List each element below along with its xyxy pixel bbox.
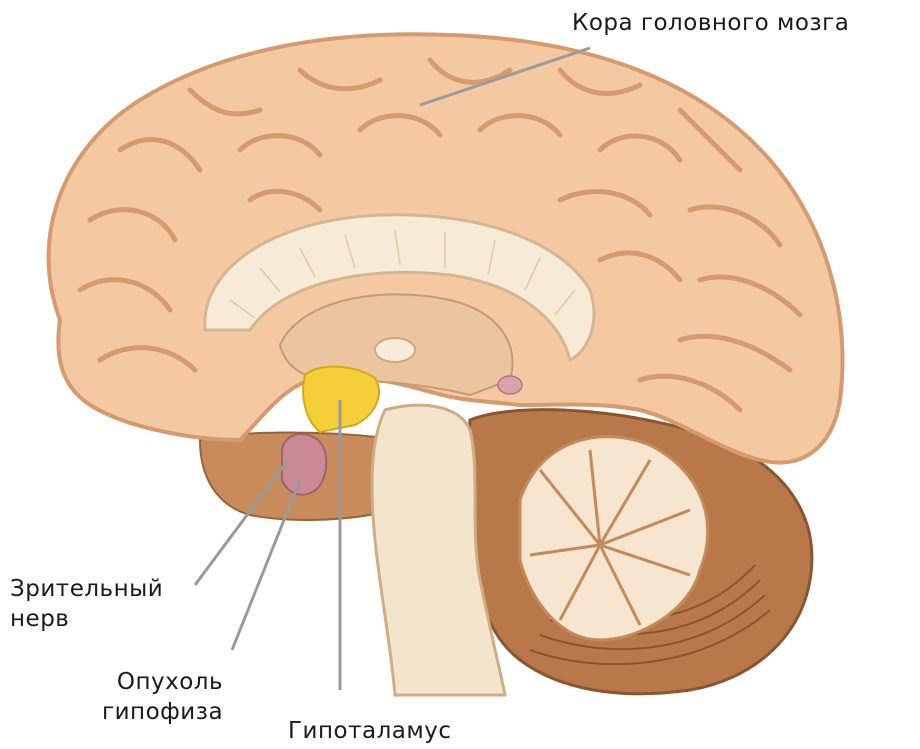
pineal-gland — [498, 376, 522, 394]
interthalamic-adhesion — [375, 338, 415, 362]
pituitary-tumor — [282, 434, 326, 495]
optic-nerve-label-line1: Зрительный — [10, 576, 163, 602]
tumor-label-line2: гипофиза — [102, 699, 223, 725]
optic-nerve-label: Зрительный нерв — [10, 574, 163, 634]
pituitary-tumor-label: Опухоль гипофиза — [102, 667, 223, 727]
tumor-label-line1: Опухоль — [117, 669, 223, 695]
cortex-label: Кора головного мозга — [572, 8, 849, 38]
optic-nerve-label-line2: нерв — [10, 606, 69, 632]
hypothalamus-label: Гипоталамус — [288, 716, 451, 746]
